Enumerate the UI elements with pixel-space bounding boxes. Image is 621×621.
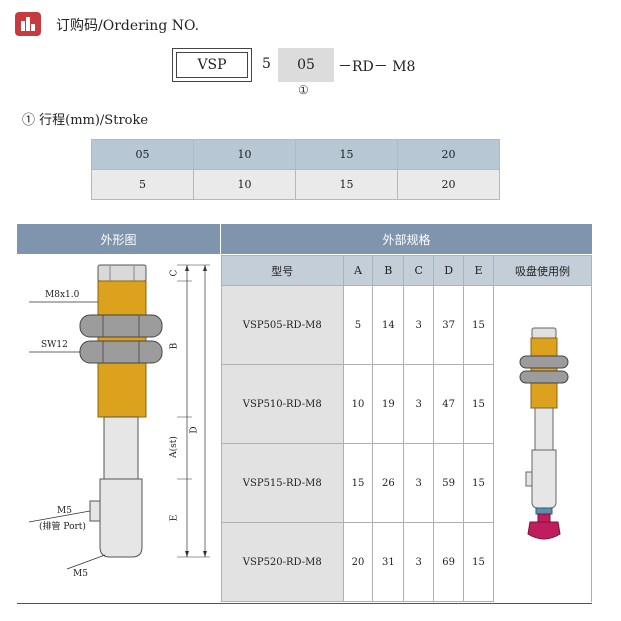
stroke-code-cell: 05 [91,139,194,170]
suction-cup-example [492,285,593,602]
outline-drawing-svg [28,264,210,570]
lower-block [99,478,143,558]
model-cell: VSP510-RD-M8 [221,364,344,444]
table-row: VSP520-RD-M8 20 31 3 69 15 [221,522,592,602]
col-d: D [433,255,465,286]
code-size: 5 [262,56,271,72]
table-row: VSP510-RD-M8 10 19 3 47 15 [221,364,592,444]
c-cell: 3 [403,443,435,523]
e-cell: 15 [463,443,494,523]
spec-header-row: 型号 A B C D E 吸盘使用例 [221,255,593,286]
stroke-value-cell: 15 [295,169,398,200]
col-a: A [342,255,374,286]
lock-nut-upper [79,314,163,338]
e-cell: 15 [463,364,494,444]
stroke-code-cell: 20 [397,139,500,170]
d-cell: 47 [433,364,465,444]
a-cell: 15 [342,443,374,523]
dim-c-label: C [169,269,180,277]
stroke-code-cell: 10 [193,139,296,170]
product-code-icon [15,12,41,36]
a-cell: 20 [342,522,374,602]
dim-b-label: B [169,342,180,350]
code-stroke: 05 [278,48,334,82]
b-cell: 19 [372,364,405,444]
spec-panel: 外形图 外部规格 [17,224,593,604]
nut-size-label: SW12 [41,340,68,350]
stroke-code-cell: 15 [295,139,398,170]
panel-bottom-rule [17,603,592,604]
d-cell: 69 [433,522,465,602]
stroke-code-row: 05 10 15 20 [91,139,500,170]
code-prefix: VSP [176,52,248,78]
outline-drawing: M8x1.0 SW12 M5 (排管 Port) M5 C B D A(st) … [17,255,220,603]
table-row: VSP505-RD-M8 5 14 3 37 15 [221,285,593,602]
stroke-marker: ① [298,83,309,97]
stroke-table: 05 10 15 20 5 10 15 20 [91,139,500,200]
external-spec-header: 外部规格 [221,224,592,254]
col-e: E [463,255,494,286]
lock-nut-lower [79,340,163,364]
stroke-value-cell: 20 [397,169,500,200]
e-cell: 15 [463,522,494,602]
b-cell: 31 [372,522,405,602]
page-title: 订购码/Ordering NO. [56,18,200,34]
e-cell: 15 [463,285,494,365]
d-cell: 37 [433,285,465,365]
dim-e-label: E [169,514,180,522]
model-cell: VSP520-RD-M8 [221,522,344,602]
top-hex-nut [97,264,147,282]
dim-a-label: A(st) [168,436,179,458]
thread-label: M8x1.0 [45,290,80,300]
model-cell: VSP505-RD-M8 [221,285,344,365]
dim-d-label: D [189,426,200,434]
col-model: 型号 [221,255,344,286]
stroke-title: ① 行程(mm)/Stroke [22,113,149,128]
b-cell: 26 [372,443,405,523]
d-cell: 59 [433,443,465,523]
order-code: VSP 5 05 －RD－ M8 [0,46,621,86]
stroke-value-row: 5 10 15 20 [91,169,500,200]
col-example: 吸盘使用例 [492,255,593,286]
suction-cup-example-image [519,327,569,540]
b-cell: 14 [372,285,405,365]
code-suffix: －RD－ M8 [338,59,416,75]
bottom-thread-label: M5 [73,569,88,579]
port-label: M5 [57,506,72,516]
stroke-value-cell: 5 [91,169,194,200]
stroke-value-cell: 10 [193,169,296,200]
code-prefix-box: VSP [172,48,252,82]
a-cell: 5 [342,285,374,365]
spec-table: 型号 A B C D E 吸盘使用例 VSP505-RD-M8 5 14 3 3… [221,255,593,602]
c-cell: 3 [403,285,435,365]
side-port [89,500,101,522]
piston-rod [103,416,139,480]
port-sub-label: (排管 Port) [39,522,86,532]
model-cell: VSP515-RD-M8 [221,443,344,523]
c-cell: 3 [403,522,435,602]
outline-drawing-header: 外形图 [17,224,220,254]
c-cell: 3 [403,364,435,444]
col-c: C [403,255,435,286]
a-cell: 10 [342,364,374,444]
col-b: B [372,255,405,286]
